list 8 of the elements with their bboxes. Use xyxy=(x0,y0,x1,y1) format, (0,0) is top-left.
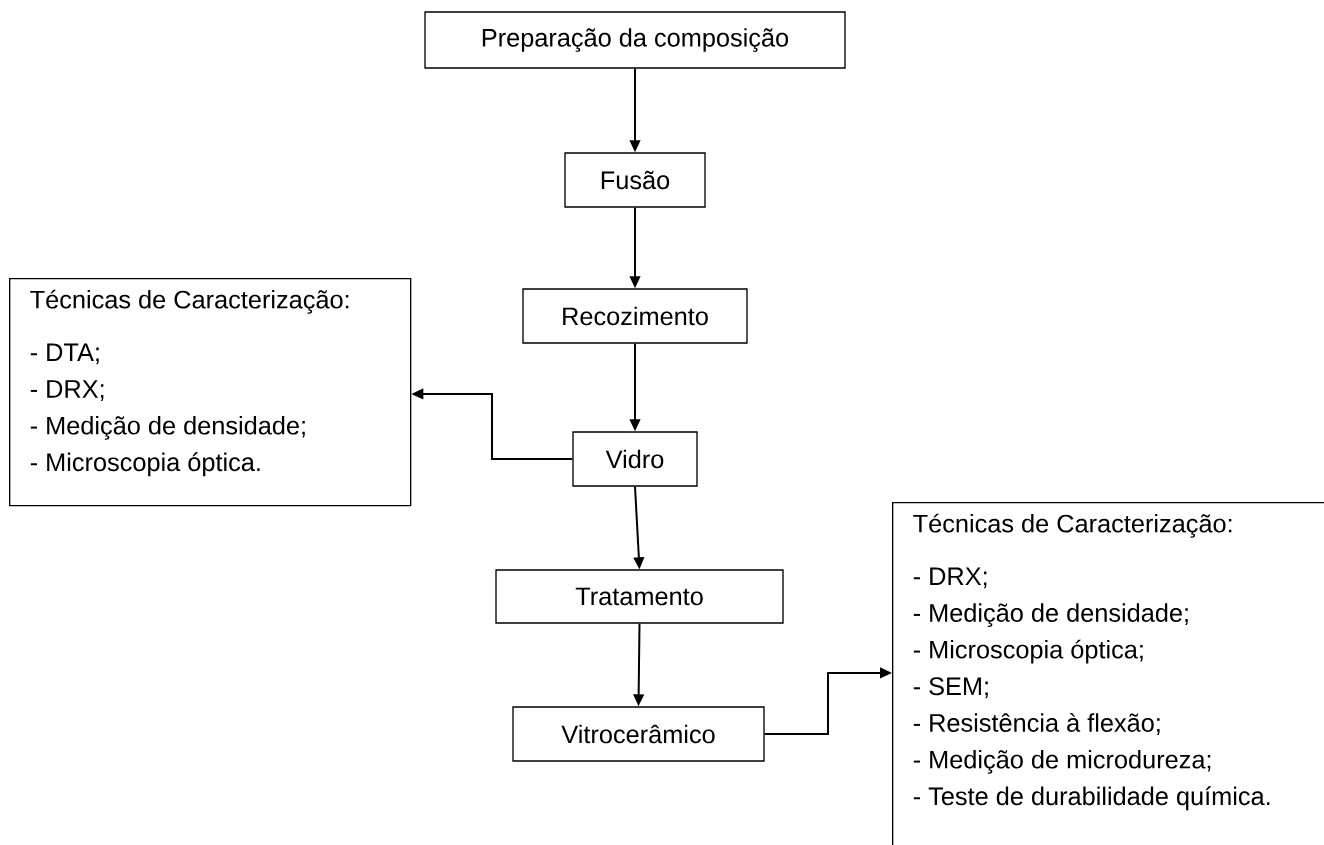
technique-list-box: Técnicas de Caracterização: - DRX; - Medição de densidade; - Microscopia óptica; - SEM; - Resistência à flexão; - Medição de microdureza; - Teste de durabilidade química. xyxy=(892,502,1324,845)
technique-list-box: Técnicas de Caracterização: - DTA; - DRX; - Medição de densidade; - Microscopia óptica. xyxy=(9,278,412,507)
process-box: Preparação da composição xyxy=(424,11,846,69)
process-box: Fusão xyxy=(564,152,706,208)
process-box: Recozimento xyxy=(522,288,748,344)
process-box: Vidro xyxy=(572,431,698,487)
process-box: Tratamento xyxy=(495,569,784,624)
process-box: Vitrocerâmico xyxy=(512,706,765,762)
